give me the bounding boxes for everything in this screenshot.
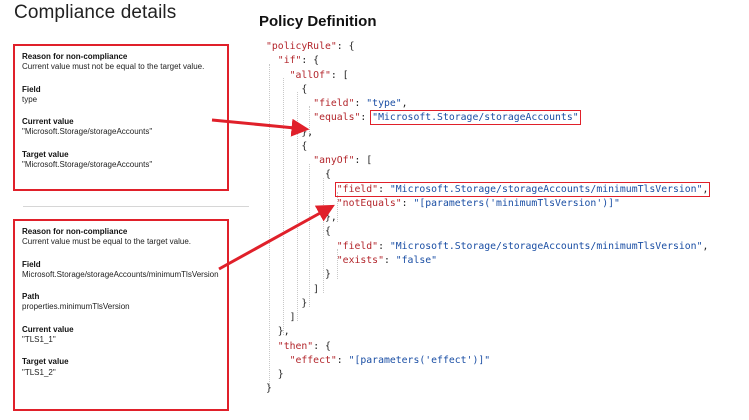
reason-label: Reason for non-compliance (22, 52, 128, 61)
json-key: "notEquals" (336, 197, 402, 209)
reason-field: Reason for non-compliance Current value … (22, 52, 220, 73)
path-value: properties.minimumTlsVersion (22, 302, 130, 312)
json-key: "policyRule" (266, 41, 337, 52)
reason-label: Reason for non-compliance (22, 227, 128, 236)
path-label: Path (22, 292, 40, 302)
current-value: "TLS1_1" (22, 335, 56, 345)
indent-guide (309, 106, 310, 136)
field-field: Field Microsoft.Storage/storageAccounts/… (22, 260, 220, 281)
json-key: "exists" (336, 254, 384, 266)
reason-value: Current value must be equal to the targe… (22, 237, 191, 247)
json-key: "field" (336, 183, 379, 195)
field-value: type (22, 94, 38, 104)
panel-divider (23, 206, 249, 207)
json-key: "effect" (289, 354, 337, 366)
json-string: "[parameters('minimumTlsVersion')]" (413, 197, 620, 209)
json-key: "allOf" (289, 69, 331, 81)
json-string: "type" (366, 98, 402, 110)
current-value-label: Current value (22, 324, 74, 334)
reason-value: Current value must not be equal to the t… (22, 62, 205, 72)
compliance-panel-type: Reason for non-compliance Current value … (13, 44, 229, 191)
indent-guide (309, 164, 310, 307)
json-key: "equals" (313, 112, 361, 124)
target-value: "Microsoft.Storage/storageAccounts" (22, 160, 153, 170)
indent-guide (323, 178, 324, 293)
current-value-field: Current value "Microsoft.Storage/storage… (22, 117, 220, 138)
json-key: "anyOf" (313, 155, 355, 167)
indent-guide (337, 249, 338, 279)
target-value: "TLS1_2" (22, 367, 56, 377)
highlighted-storage-accounts-value: "Microsoft.Storage/storageAccounts" (370, 110, 581, 126)
target-value-label: Target value (22, 357, 69, 367)
json-string: "Microsoft.Storage/storageAccounts/minim… (389, 183, 703, 195)
reason-field: Reason for non-compliance Current value … (22, 227, 220, 248)
json-string: "Microsoft.Storage/storageAccounts/minim… (389, 240, 703, 252)
field-label: Field (22, 259, 41, 269)
policy-json-code: "policyRule": { "if": { "allOf": [ { "fi… (266, 41, 711, 395)
json-string: "false" (395, 254, 438, 266)
field-label: Field (22, 84, 41, 94)
compliance-details-title: Compliance details (14, 2, 177, 23)
target-value-field: Target value "TLS1_2" (22, 357, 220, 378)
json-key: "if" (277, 55, 302, 67)
json-string: "[parameters('effect')]" (348, 354, 491, 366)
current-value: "Microsoft.Storage/storageAccounts" (22, 127, 153, 137)
arrow-to-min-tls-field (218, 204, 335, 271)
field-value: Microsoft.Storage/storageAccounts/minimu… (22, 269, 219, 279)
field-field: Field type (22, 85, 220, 106)
json-key: "then" (277, 340, 314, 352)
target-value-field: Target value "Microsoft.Storage/storageA… (22, 150, 220, 171)
json-key: "field" (313, 98, 355, 110)
current-value-field: Current value "TLS1_1" (22, 325, 220, 346)
indent-guide (337, 192, 338, 222)
json-key: "field" (336, 240, 379, 252)
target-value-label: Target value (22, 149, 69, 159)
highlighted-min-tls-field: "field": "Microsoft.Storage/storageAccou… (334, 181, 711, 197)
indent-guide (283, 78, 284, 335)
indent-guide (297, 92, 298, 321)
current-value-label: Current value (22, 117, 74, 127)
compliance-panel-tls: Reason for non-compliance Current value … (13, 219, 229, 411)
arrow-to-equals (211, 118, 310, 137)
indent-guide (269, 64, 270, 388)
policy-definition-title: Policy Definition (259, 13, 377, 30)
path-field: Path properties.minimumTlsVersion (22, 292, 220, 313)
